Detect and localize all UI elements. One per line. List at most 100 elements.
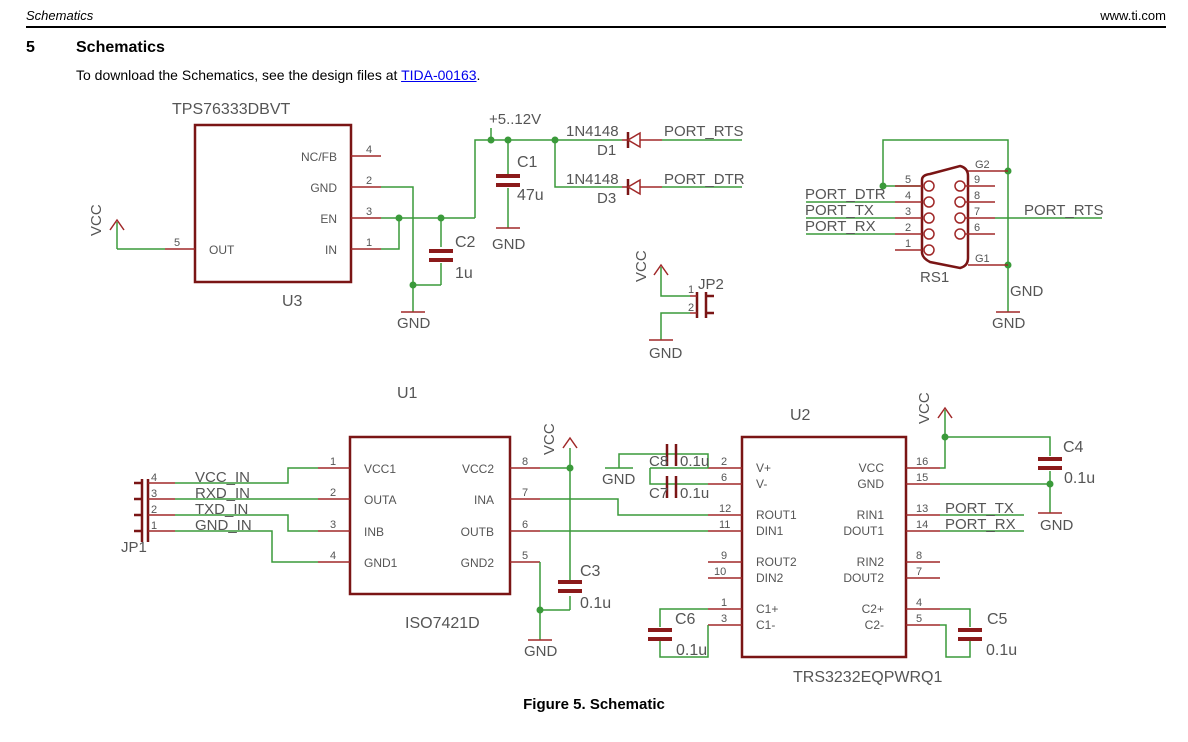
u2-port-nets: PORT_TX PORT_RX — [940, 500, 1024, 533]
jp1-net: GND_IN — [195, 517, 252, 534]
u2-pin-num: 9 — [721, 550, 727, 562]
u3-pin-num: 3 — [366, 206, 372, 218]
u2-pin-name: DIN2 — [756, 571, 784, 585]
d3-diode: 1N4148 D3 PORT_DTR — [566, 171, 745, 207]
rs1-pin: 3 — [905, 206, 911, 218]
u3-ref: U3 — [282, 293, 303, 310]
u3-wiring — [381, 128, 622, 312]
jp1-ref: JP1 — [121, 539, 147, 556]
jp1-pin: 2 — [151, 504, 157, 516]
gnd-label: GND — [1010, 283, 1044, 300]
u2-pin-num: 7 — [916, 566, 922, 578]
jp1-pin: 1 — [151, 520, 157, 532]
u2-part: TRS3232EQPWRQ1 — [793, 669, 942, 686]
u2-pin-num: 15 — [916, 472, 928, 484]
gnd-symbol: GND — [524, 639, 558, 660]
c3-value: 0.1u — [580, 595, 611, 612]
u3-pin-num: 5 — [174, 237, 180, 249]
u2-pin-num: 3 — [721, 613, 727, 625]
design-files-link[interactable]: TIDA-00163 — [401, 67, 477, 83]
u3-pin-out: OUT — [209, 243, 235, 257]
rs1-net-dtr: PORT_DTR — [805, 186, 886, 203]
u1-pin-num: 2 — [330, 487, 336, 499]
section-title: Schematics — [76, 39, 165, 56]
u2-pin-name: DOUT1 — [843, 524, 884, 538]
rs1-pin: 1 — [905, 238, 911, 250]
u1-pin-name: VCC2 — [462, 462, 494, 476]
rs1-net-tx: PORT_TX — [805, 202, 874, 219]
c6-capacitor: C6 0.1u — [648, 608, 709, 659]
u2-pin-name: ROUT1 — [756, 508, 797, 522]
jp1-pin: 3 — [151, 488, 157, 500]
d1-diode: 1N4148 D1 PORT_RTS — [566, 123, 743, 159]
u2-pin-name: C2+ — [862, 602, 884, 616]
u1-pin-num: 8 — [522, 456, 528, 468]
u3-pin-en: EN — [320, 212, 337, 226]
u1-pin-name: INB — [364, 525, 384, 539]
u3-pin-gnd: GND — [310, 181, 337, 195]
u1-pin-num: 6 — [522, 519, 528, 531]
u2-pin-name: C2- — [865, 618, 884, 632]
u1-pin-num: 7 — [522, 487, 528, 499]
c7-value: 0.1u — [680, 485, 709, 502]
c3-capacitor: C3 0.1u — [558, 563, 611, 612]
u3-body — [193, 123, 353, 284]
header-rule — [26, 26, 1166, 28]
u2-pin-num: 5 — [916, 613, 922, 625]
supply-label: +5..12V — [489, 111, 541, 128]
port-rx-label: PORT_RX — [945, 516, 1016, 533]
gnd-label: GND — [602, 471, 636, 488]
u1-pin-name: INA — [474, 493, 494, 507]
u2-pin-num: 12 — [719, 503, 731, 515]
gnd-label: GND — [992, 315, 1026, 332]
u1-pin-num: 1 — [330, 456, 336, 468]
c7-ref: C7 — [649, 485, 668, 502]
u2-transceiver: U2 TRS3232EQPWRQ1 V+ V- ROUT1 DIN1 ROUT2… — [708, 407, 942, 686]
u2-pin-name: V+ — [756, 461, 771, 475]
jp1-header: 4 3 2 1 JP1 VCC_IN RXD_IN TXD_IN GND_IN — [121, 469, 252, 556]
c6-ref: C6 — [675, 611, 696, 628]
jp1-net: TXD_IN — [195, 501, 248, 518]
vcc-label: VCC — [88, 204, 105, 236]
u1-pin-name: OUTB — [461, 525, 494, 539]
u2-pin-num: 4 — [916, 597, 922, 609]
port-tx-label: PORT_TX — [945, 500, 1014, 517]
c6-value: 0.1u — [676, 642, 707, 659]
rs1-net-rx: PORT_RX — [805, 218, 876, 235]
intro-paragraph: To download the Schematics, see the desi… — [76, 67, 480, 83]
u3-pin-num: 4 — [366, 144, 372, 156]
u2-body — [740, 435, 908, 659]
u2-pin-name: ROUT2 — [756, 555, 797, 569]
u1-ref: U1 — [397, 385, 418, 402]
rs1-g2: G2 — [975, 159, 990, 171]
u1-pin-num: 3 — [330, 519, 336, 531]
jp1-net: RXD_IN — [195, 485, 250, 502]
c4-value: 0.1u — [1064, 470, 1095, 487]
u2-ref: U2 — [790, 407, 811, 424]
u2-pin-num: 16 — [916, 456, 928, 468]
u2-pin-name: DOUT2 — [843, 571, 884, 585]
gnd-label: GND — [1040, 517, 1074, 534]
vcc-symbol-u3: VCC — [88, 204, 165, 250]
u2-pin-num: 13 — [916, 503, 928, 515]
header-website[interactable]: www.ti.com — [1100, 8, 1166, 23]
vcc-label: VCC — [633, 250, 650, 282]
rs1-pin: 6 — [974, 222, 980, 234]
u2-pin-name: VCC — [859, 461, 885, 475]
d1-part: 1N4148 — [566, 123, 619, 140]
jp2-pin: 2 — [688, 302, 694, 314]
c2-capacitor: C2 1u — [429, 234, 476, 282]
u1-pin-num: 5 — [522, 550, 528, 562]
c1-value: 47u — [517, 187, 544, 204]
d1-ref: D1 — [597, 142, 616, 159]
u2-pin-name: C1+ — [756, 602, 778, 616]
u2-pin-name: DIN1 — [756, 524, 784, 538]
rs1-net-rts: PORT_RTS — [1024, 202, 1103, 219]
d3-net: PORT_DTR — [664, 171, 745, 188]
c8-ref: C8 — [649, 453, 668, 470]
d3-part: 1N4148 — [566, 171, 619, 188]
u3-pin-num: 1 — [366, 237, 372, 249]
u2-pin-name: RIN1 — [857, 508, 885, 522]
u1-part: ISO7421D — [405, 615, 480, 632]
